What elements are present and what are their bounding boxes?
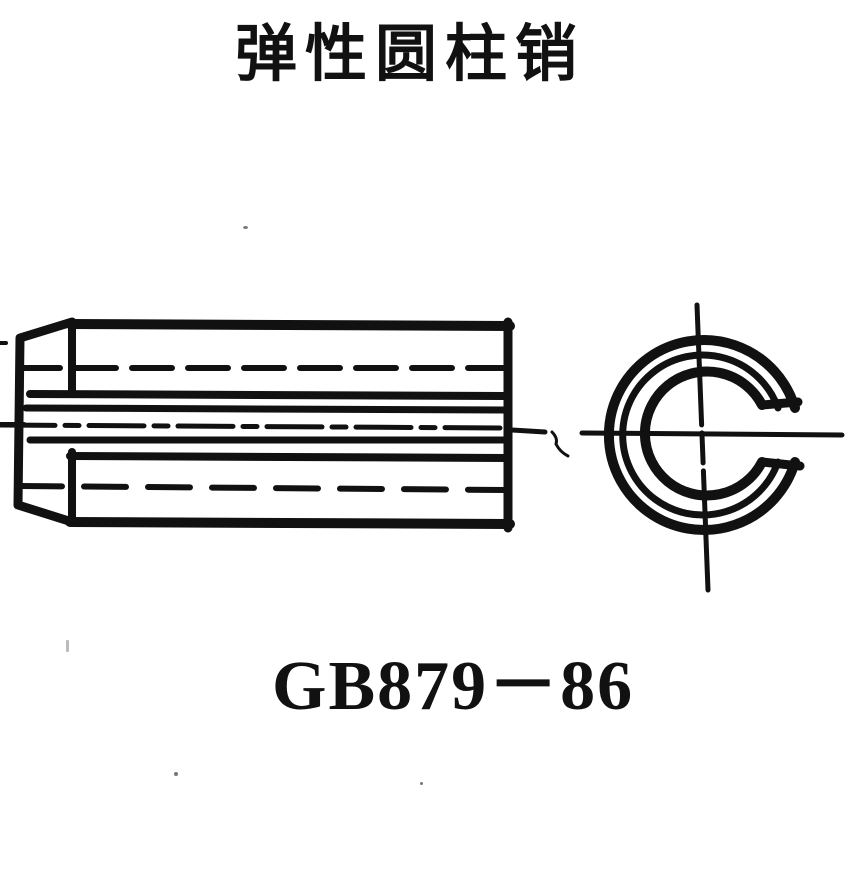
paper-speck: [243, 226, 248, 229]
inner-c-ring: [640, 366, 767, 501]
standard-code: GB879－86: [272, 648, 635, 725]
body-top-edge: [65, 319, 515, 331]
slot-line-4: [66, 452, 509, 462]
side-view: [0, 317, 570, 533]
paper-speck: [420, 782, 423, 785]
chamfer-outline: [13, 317, 77, 527]
paper-speck: [66, 640, 69, 652]
middle-c-ring: [619, 351, 782, 519]
document-title: 弹性圆柱销: [234, 17, 585, 90]
paper-speck: [174, 772, 178, 776]
slot-line-1: [26, 390, 509, 400]
slot-line-2: [22, 404, 509, 414]
outer-c-ring: [604, 335, 800, 535]
end-view: [579, 302, 845, 593]
hidden-bore-bottom: [17, 483, 508, 493]
body-bottom-edge: [65, 517, 515, 529]
end-vertical-centerline: [694, 302, 711, 593]
side-centerline: [0, 422, 508, 431]
